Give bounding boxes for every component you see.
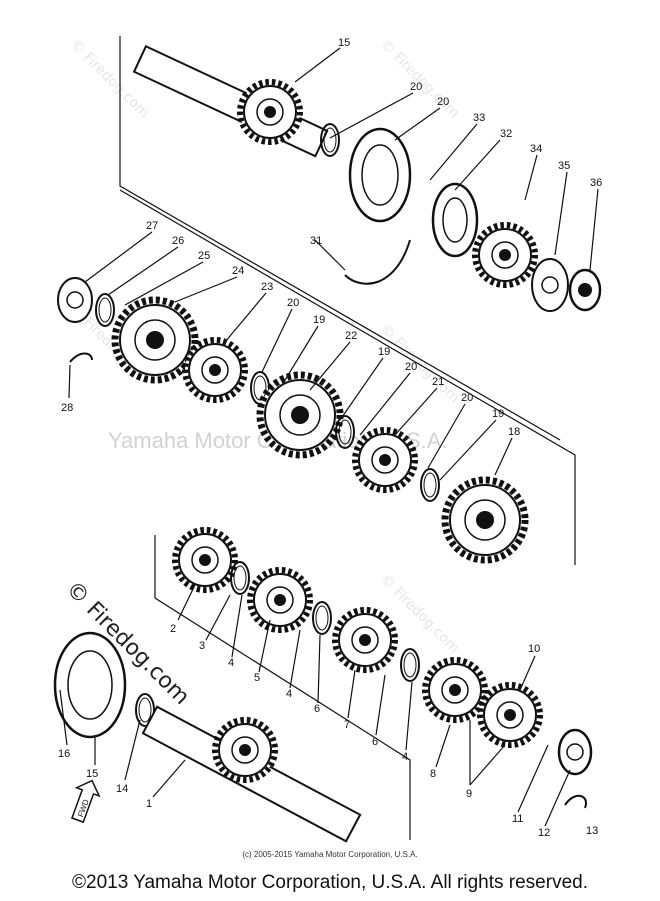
callout-21: 21 — [432, 376, 444, 388]
callout-30: 20 — [437, 96, 449, 108]
callout-4c: 4 — [402, 751, 408, 763]
watermark-firedog-2: © Firedog.com — [377, 37, 462, 122]
gear-8 — [425, 660, 485, 720]
callout-24: 24 — [232, 265, 244, 277]
callout-20a: 20 — [287, 297, 299, 309]
footer-copyright: ©2013 Yamaha Motor Corporation, U.S.A. A… — [72, 872, 588, 893]
gear-18 — [445, 480, 525, 560]
callout-9: 9 — [466, 788, 472, 800]
callout-14: 14 — [116, 783, 128, 795]
leader-lines — [59, 47, 599, 827]
callout-27: 27 — [146, 220, 158, 232]
circlip-20c — [420, 468, 440, 502]
fwd-arrow-icon: FWD — [71, 779, 101, 824]
callout-6a: 6 — [314, 703, 320, 715]
callout-10: 10 — [528, 643, 540, 655]
callout-20c: 20 — [461, 392, 473, 404]
callout-22: 22 — [345, 330, 357, 342]
callout-16: 16 — [58, 748, 70, 760]
callout-29: 20 — [410, 81, 422, 93]
callout-11: 11 — [512, 813, 523, 825]
watermark-firedog-1: © Firedog.com — [67, 37, 152, 122]
callout-35: 35 — [558, 160, 570, 172]
callout-31: 31 — [310, 235, 322, 247]
bearing-11 — [557, 728, 593, 776]
callout-3: 3 — [199, 640, 205, 652]
callout-2: 2 — [170, 623, 176, 635]
shaft-gear-1 — [215, 720, 275, 780]
bearing-15 — [53, 631, 127, 739]
callout-28: 28 — [61, 402, 73, 414]
callout-4b: 4 — [286, 688, 292, 700]
callout-25: 25 — [198, 250, 210, 262]
callout-13: 13 — [586, 825, 598, 837]
assembly-outlines — [119, 36, 576, 840]
callout-5: 5 — [254, 672, 260, 684]
washer-6a — [312, 601, 332, 635]
drive-axle-outline — [119, 189, 576, 565]
callout-20b: 20 — [405, 361, 417, 373]
callout-19a: 19 — [313, 314, 325, 326]
callout-36: 36 — [590, 177, 602, 189]
bearing-30 — [348, 127, 412, 223]
sprocket-34 — [475, 225, 535, 285]
washer-26 — [95, 293, 115, 327]
washer-29 — [320, 123, 340, 157]
callout-19b: 19 — [378, 346, 390, 358]
gear-24 — [115, 300, 195, 380]
washer-4c — [400, 648, 420, 682]
washer-3 — [230, 561, 250, 595]
bearing-27 — [57, 277, 93, 323]
circlip-28 — [69, 352, 93, 363]
callout-1: 1 — [146, 798, 152, 810]
main-shaft-outline — [119, 36, 561, 441]
small-copyright: (c) 2005-2015 Yamaha Motor Corporation, … — [242, 850, 418, 859]
lock-washer-35 — [531, 258, 569, 312]
collar-32 — [431, 182, 479, 258]
gear-21 — [355, 430, 415, 490]
counter-shaft-outline — [154, 535, 411, 840]
callout-8: 8 — [430, 768, 436, 780]
callout-7: 7 — [344, 719, 350, 731]
main-shaft-assembly — [132, 44, 602, 312]
gear-2 — [175, 530, 235, 590]
callout-6b: 6 — [372, 736, 378, 748]
gear-22 — [260, 375, 340, 455]
counter-shaft-assembly — [53, 530, 593, 843]
callout-17: 15 — [338, 37, 350, 49]
gear-7 — [335, 610, 395, 670]
callout-12: 12 — [538, 827, 550, 839]
middle-gear-assembly — [57, 277, 525, 560]
callout-19c: 19 — [492, 408, 504, 420]
gear-17 — [240, 82, 300, 142]
callout-33: 33 — [473, 112, 485, 124]
callout-32: 32 — [500, 128, 512, 140]
circlip-13 — [564, 794, 587, 809]
callout-labels: 15 20 20 33 32 34 35 36 31 27 26 25 24 2… — [58, 37, 602, 839]
callout-34: 34 — [530, 143, 542, 155]
callout-4a: 4 — [228, 657, 234, 669]
circlip-31 — [344, 239, 411, 285]
callout-23: 23 — [261, 281, 273, 293]
callout-15: 15 — [86, 768, 98, 780]
callout-26: 26 — [172, 235, 184, 247]
nut-36 — [568, 268, 602, 312]
gear-10 — [480, 685, 540, 745]
callout-18: 18 — [508, 426, 520, 438]
gear-5 — [250, 570, 310, 630]
gear-23 — [185, 340, 245, 400]
